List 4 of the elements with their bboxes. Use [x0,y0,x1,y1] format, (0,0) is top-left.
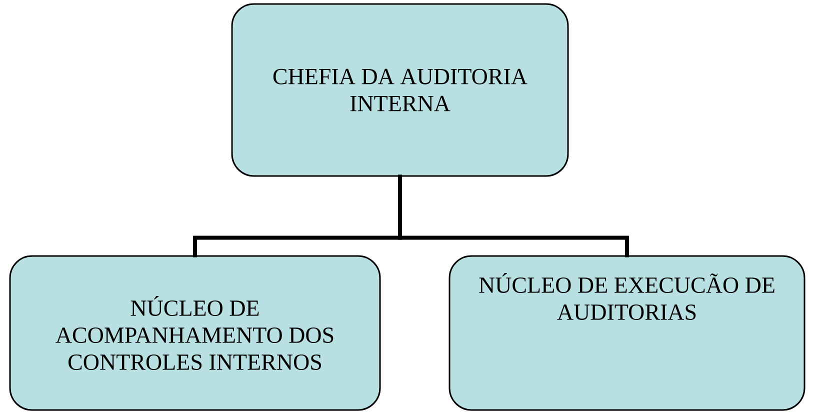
rounded-box: CHEFIA DA AUDITORIA INTERNA [231,3,569,177]
connector-line [398,174,629,258]
rounded-box: NÚCLEO DE ACOMPANHAMENTO DOS CONTROLES INTERNOS [9,255,381,411]
rounded-box: NÚCLEO DE EXECUCÃO DE AUDITORIAS [448,255,806,411]
